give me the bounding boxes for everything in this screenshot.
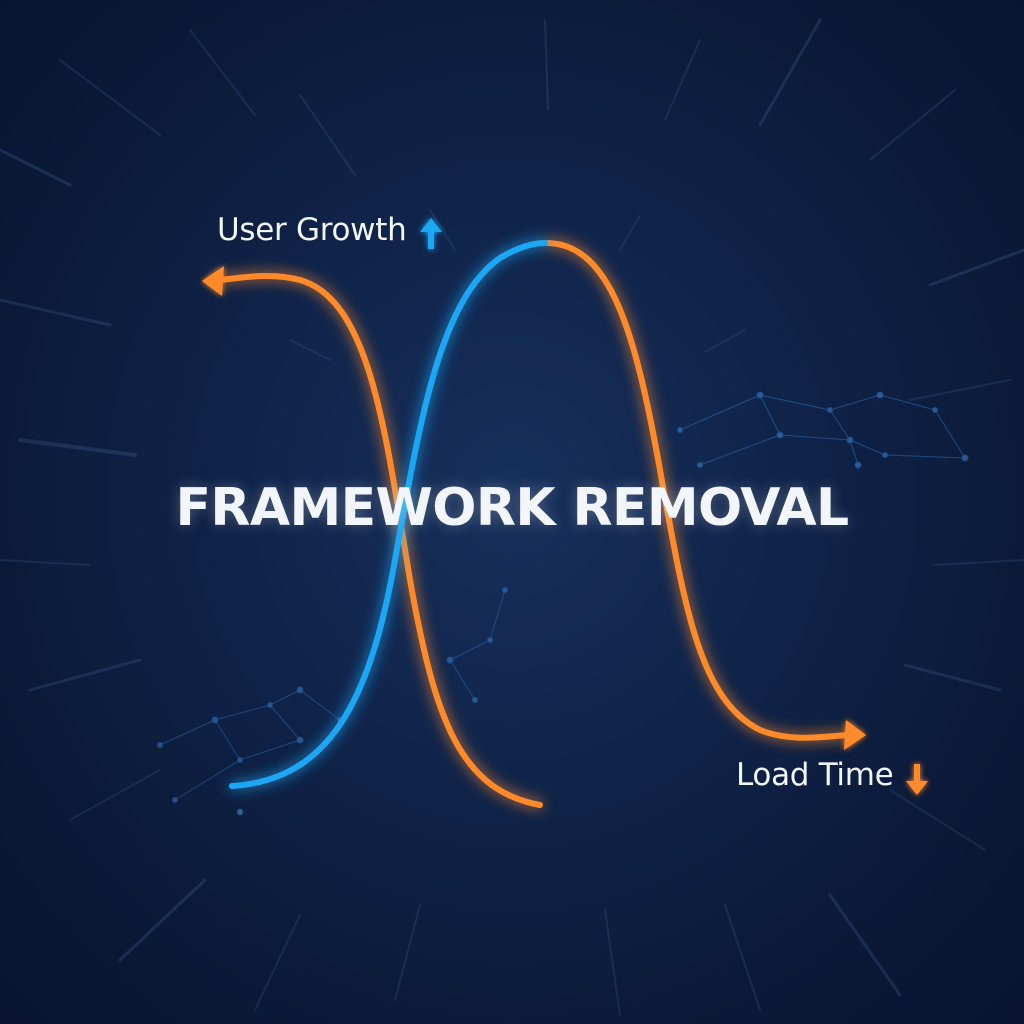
diagram-title: FRAMEWORK REMOVAL: [175, 478, 849, 538]
load-time-arrowhead-left: [202, 266, 224, 296]
load-time-curve: [202, 240, 866, 808]
arrow-up-icon: [420, 218, 442, 249]
arrow-down-icon: [906, 764, 928, 795]
network-pattern-left: [157, 587, 508, 816]
network-pattern-right: [677, 391, 969, 469]
user-growth-curve: [229, 240, 548, 789]
background-streaks: [0, 18, 1024, 1016]
load-time-label: Load Time: [736, 757, 894, 793]
user-growth-label: User Growth: [217, 212, 407, 248]
load-time-arrowhead-right: [844, 720, 866, 750]
